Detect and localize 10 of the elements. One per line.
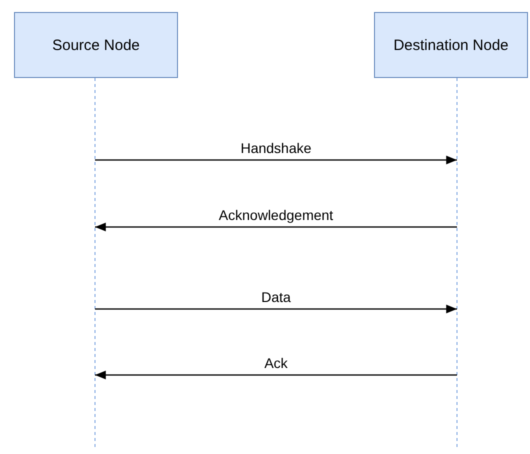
- message-label: Handshake: [240, 140, 312, 156]
- message-arrow: [95, 304, 457, 314]
- message-label: Ack: [264, 355, 288, 371]
- message-arrow: [95, 222, 457, 232]
- message-arrow: [95, 370, 457, 380]
- message-arrow: [95, 156, 457, 164]
- message-label: Data: [261, 289, 291, 305]
- message-label: Acknowledgement: [218, 207, 334, 223]
- participant-box: Source Node: [14, 12, 178, 78]
- participant-box: Destination Node: [374, 12, 528, 78]
